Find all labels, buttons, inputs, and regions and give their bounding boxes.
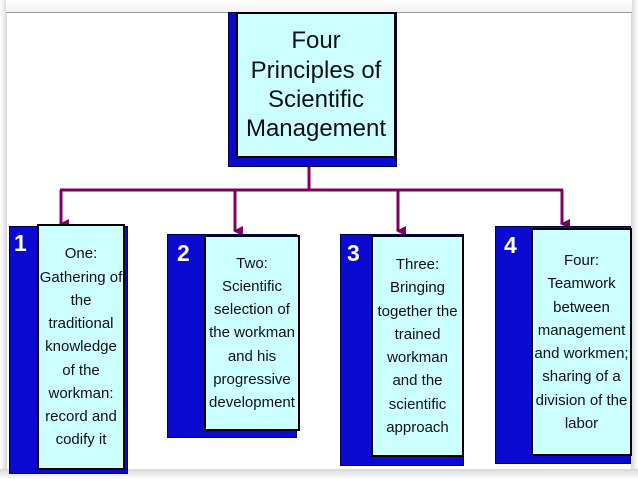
principle-1-line: Gathering of xyxy=(39,268,123,286)
principle-3-line: workman xyxy=(387,349,448,366)
principle-2-line: Two: xyxy=(236,254,268,272)
principle-4-line: Teamwork xyxy=(547,275,616,293)
principle-2-text: Two: Scientific selection of the workman… xyxy=(209,252,295,415)
title-line: Scientific xyxy=(267,86,365,113)
principle-4-line: management xyxy=(537,321,626,339)
principle-1-line: workman: xyxy=(48,384,114,402)
title-text: Four Principles of Scientific Management xyxy=(246,26,386,143)
slide-frame-bottom xyxy=(0,469,638,479)
principle-4-line: between xyxy=(553,298,610,316)
principle-2-line: Scientific xyxy=(221,277,283,295)
principle-1-line: codify it xyxy=(55,431,107,449)
principle-3-line: and the xyxy=(392,372,443,390)
principle-1-line: the xyxy=(70,291,92,309)
title-line: Four xyxy=(291,27,341,55)
principle-2-line: development xyxy=(209,394,295,412)
principle-2-line: progressive xyxy=(213,370,291,388)
principle-1-box: One: Gathering of the traditional knowle… xyxy=(37,224,125,470)
principle-1-number: 1 xyxy=(14,230,27,256)
principle-2-line: the workman xyxy=(209,324,295,342)
principle-3-line: trained xyxy=(394,325,441,343)
principle-1-line: of the xyxy=(62,361,100,379)
title-line: Management xyxy=(245,115,387,143)
principle-3-text: Three: Bringing together the trained wor… xyxy=(377,253,457,439)
principle-2-line: and his xyxy=(227,347,277,365)
principle-2-number: 2 xyxy=(177,240,190,266)
principle-3-line: together the xyxy=(377,302,458,320)
principle-4-box: Four: Teamwork between management and wo… xyxy=(531,228,632,456)
principle-3-line: Three: xyxy=(395,256,440,273)
principle-4-line: division of the xyxy=(535,391,628,409)
principle-4-text: Four: Teamwork between management and wo… xyxy=(534,249,628,435)
principle-1-line: record and xyxy=(45,408,117,426)
principle-3-line: Bringing xyxy=(389,279,446,297)
principle-1-line: One: xyxy=(64,245,98,263)
principle-3-line: approach xyxy=(386,418,449,436)
principle-3-box: Three: Bringing together the trained wor… xyxy=(371,235,464,457)
principle-1-text: One: Gathering of the traditional knowle… xyxy=(40,242,123,451)
principle-4-line: and workmen; xyxy=(534,345,629,362)
slide-frame-left xyxy=(0,0,7,479)
principle-2-line: selection of xyxy=(214,301,290,319)
principle-4-number: 4 xyxy=(504,232,517,258)
principle-1-line: traditional xyxy=(48,315,114,333)
principle-4-line: labor xyxy=(564,414,599,432)
title-line: Principles of xyxy=(250,56,382,84)
principle-4-line: sharing of a xyxy=(542,368,621,386)
principle-1-line: knowledge xyxy=(45,338,117,356)
principle-4-line: Four: xyxy=(563,252,599,269)
principle-2-box: Two: Scientific selection of the workman… xyxy=(204,235,300,431)
principle-3-number: 3 xyxy=(347,240,360,266)
title-box: Four Principles of Scientific Management xyxy=(236,12,396,158)
principle-3-line: scientific xyxy=(388,395,447,413)
slide-frame-right xyxy=(631,0,638,479)
